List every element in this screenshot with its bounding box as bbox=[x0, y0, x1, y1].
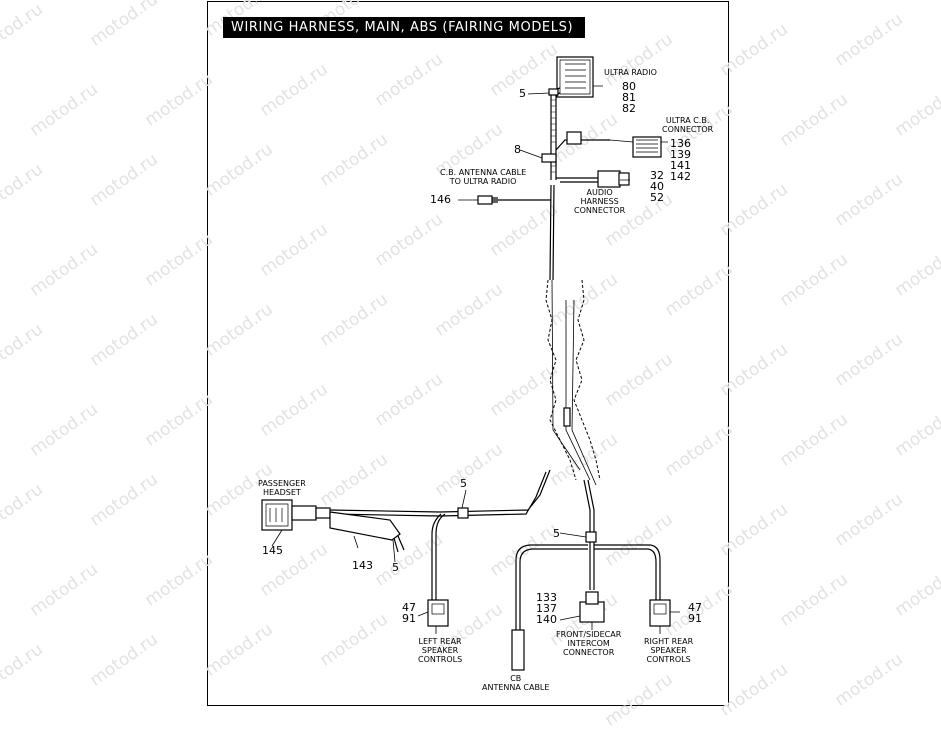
right-branch-wire bbox=[583, 479, 595, 590]
audio-branch-wire bbox=[556, 177, 600, 183]
label-right-rear-speaker-controls: RIGHT REAR SPEAKER CONTROLS bbox=[644, 637, 693, 664]
callout-tee-clip: 8 bbox=[514, 143, 521, 156]
left-clip bbox=[457, 507, 469, 519]
label-line: RIGHT REAR bbox=[644, 637, 694, 646]
callout-number: 47 bbox=[688, 601, 702, 614]
callout-ultra-radio-parts: 80 81 82 bbox=[622, 81, 636, 114]
callout-number: 140 bbox=[536, 613, 557, 626]
diagram-title: WIRING HARNESS, MAIN, ABS (FAIRING MODEL… bbox=[223, 17, 586, 38]
label-line: ANTENNA CABLE bbox=[482, 683, 550, 692]
callout-number: 82 bbox=[622, 102, 636, 115]
label-line: HEADSET bbox=[263, 488, 301, 497]
callout-antenna-plug: 146 bbox=[430, 193, 451, 206]
label-front-sidecar-intercom: FRONT/SIDECAR INTERCOM CONNECTOR bbox=[556, 630, 621, 657]
label-cb-antenna-to-radio: C.B. ANTENNA CABLE TO ULTRA RADIO bbox=[440, 168, 526, 186]
bundle-splice bbox=[563, 407, 571, 427]
label-line: CONNECTOR bbox=[662, 125, 714, 134]
callout-number: 47 bbox=[402, 601, 416, 614]
cb-inline-connector bbox=[566, 131, 582, 145]
callout-right-clip: 5 bbox=[553, 527, 560, 540]
callout-number: 141 bbox=[670, 159, 691, 172]
trunk-conduit-upper bbox=[550, 95, 557, 180]
trunk-lower-wire bbox=[549, 184, 555, 281]
ultra-radio-connector bbox=[556, 56, 594, 98]
label-line: ULTRA C.B. bbox=[665, 116, 710, 125]
label-line: SPEAKER bbox=[421, 646, 459, 655]
callout-number: 91 bbox=[688, 612, 702, 625]
cb-antenna-cable-end bbox=[511, 629, 525, 671]
callout-number: 40 bbox=[650, 180, 664, 193]
label-ultra-radio: ULTRA RADIO bbox=[604, 68, 657, 77]
callout-left-clip: 5 bbox=[460, 477, 467, 490]
callout-top-clip: 5 bbox=[519, 87, 526, 100]
bundle-inner-wires bbox=[551, 279, 597, 486]
callout-number: 80 bbox=[622, 80, 636, 93]
label-line: TO ULTRA RADIO bbox=[449, 177, 517, 186]
callout-headset-part: 145 bbox=[262, 544, 283, 557]
passenger-headset-connector bbox=[261, 499, 293, 531]
tee-clip bbox=[541, 153, 557, 163]
label-line: HARNESS bbox=[580, 197, 619, 206]
leader-lines bbox=[271, 85, 680, 634]
callout-audio-parts: 32 40 52 bbox=[650, 170, 664, 203]
callout-left-speaker-parts: 47 91 bbox=[402, 602, 416, 624]
label-left-rear-speaker-controls: LEFT REAR SPEAKER CONTROLS bbox=[418, 637, 462, 664]
harness-sleeve bbox=[329, 511, 401, 541]
label-line: CB bbox=[510, 674, 522, 683]
label-line: C.B. ANTENNA CABLE bbox=[440, 168, 527, 177]
intercom-connector bbox=[579, 601, 605, 623]
label-passenger-headset: PASSENGER HEADSET bbox=[258, 479, 306, 497]
label-line: FRONT/SIDECAR bbox=[556, 630, 622, 639]
callout-number: 133 bbox=[536, 591, 557, 604]
right-clip bbox=[585, 531, 597, 543]
label-line: AUDIO bbox=[586, 188, 613, 197]
wrapped-harness-outline bbox=[545, 279, 601, 481]
label-line: CONTROLS bbox=[646, 655, 691, 664]
top-clip bbox=[548, 88, 559, 96]
callout-number: 32 bbox=[650, 169, 664, 182]
label-ultra-cb-connector: ULTRA C.B. CONNECTOR bbox=[662, 116, 713, 134]
right-speaker-branch bbox=[594, 544, 661, 600]
callout-sleeve-part: 143 bbox=[352, 559, 373, 572]
label-line: LEFT REAR bbox=[418, 637, 462, 646]
callout-number: 52 bbox=[650, 191, 664, 204]
callout-number: 139 bbox=[670, 148, 691, 161]
label-line: INTERCOM bbox=[567, 639, 610, 648]
label-cb-antenna-cable: CB ANTENNA CABLE bbox=[482, 674, 549, 692]
cb-antenna-branch bbox=[515, 544, 588, 630]
callout-number: 137 bbox=[536, 602, 557, 615]
callout-number: 136 bbox=[670, 137, 691, 150]
cb-branch-wire bbox=[555, 139, 610, 151]
callout-sleeve-clip: 5 bbox=[392, 561, 399, 574]
callout-number: 142 bbox=[670, 170, 691, 183]
wiring-harness-drawing bbox=[261, 56, 680, 671]
diagram-sheet bbox=[207, 1, 729, 706]
callout-intercom-parts: 133 137 140 bbox=[536, 592, 557, 625]
label-line: CONNECTOR bbox=[563, 648, 615, 657]
label-line: CONNECTOR bbox=[574, 206, 626, 215]
label-line: PASSENGER bbox=[258, 479, 306, 488]
antenna-plug bbox=[477, 195, 493, 205]
callout-cb-connector-parts: 136 139 141 142 bbox=[670, 138, 691, 182]
left-branch-wire bbox=[439, 469, 551, 517]
callout-number: 81 bbox=[622, 91, 636, 104]
callout-right-speaker-parts: 47 91 bbox=[688, 602, 702, 624]
label-audio-harness-connector: AUDIO HARNESS CONNECTOR bbox=[574, 188, 625, 215]
callout-number: 91 bbox=[402, 612, 416, 625]
audio-harness-connector bbox=[597, 170, 621, 188]
label-line: SPEAKER bbox=[650, 646, 687, 655]
left-speaker-drop bbox=[431, 513, 446, 600]
label-line: CONTROLS bbox=[418, 655, 463, 664]
